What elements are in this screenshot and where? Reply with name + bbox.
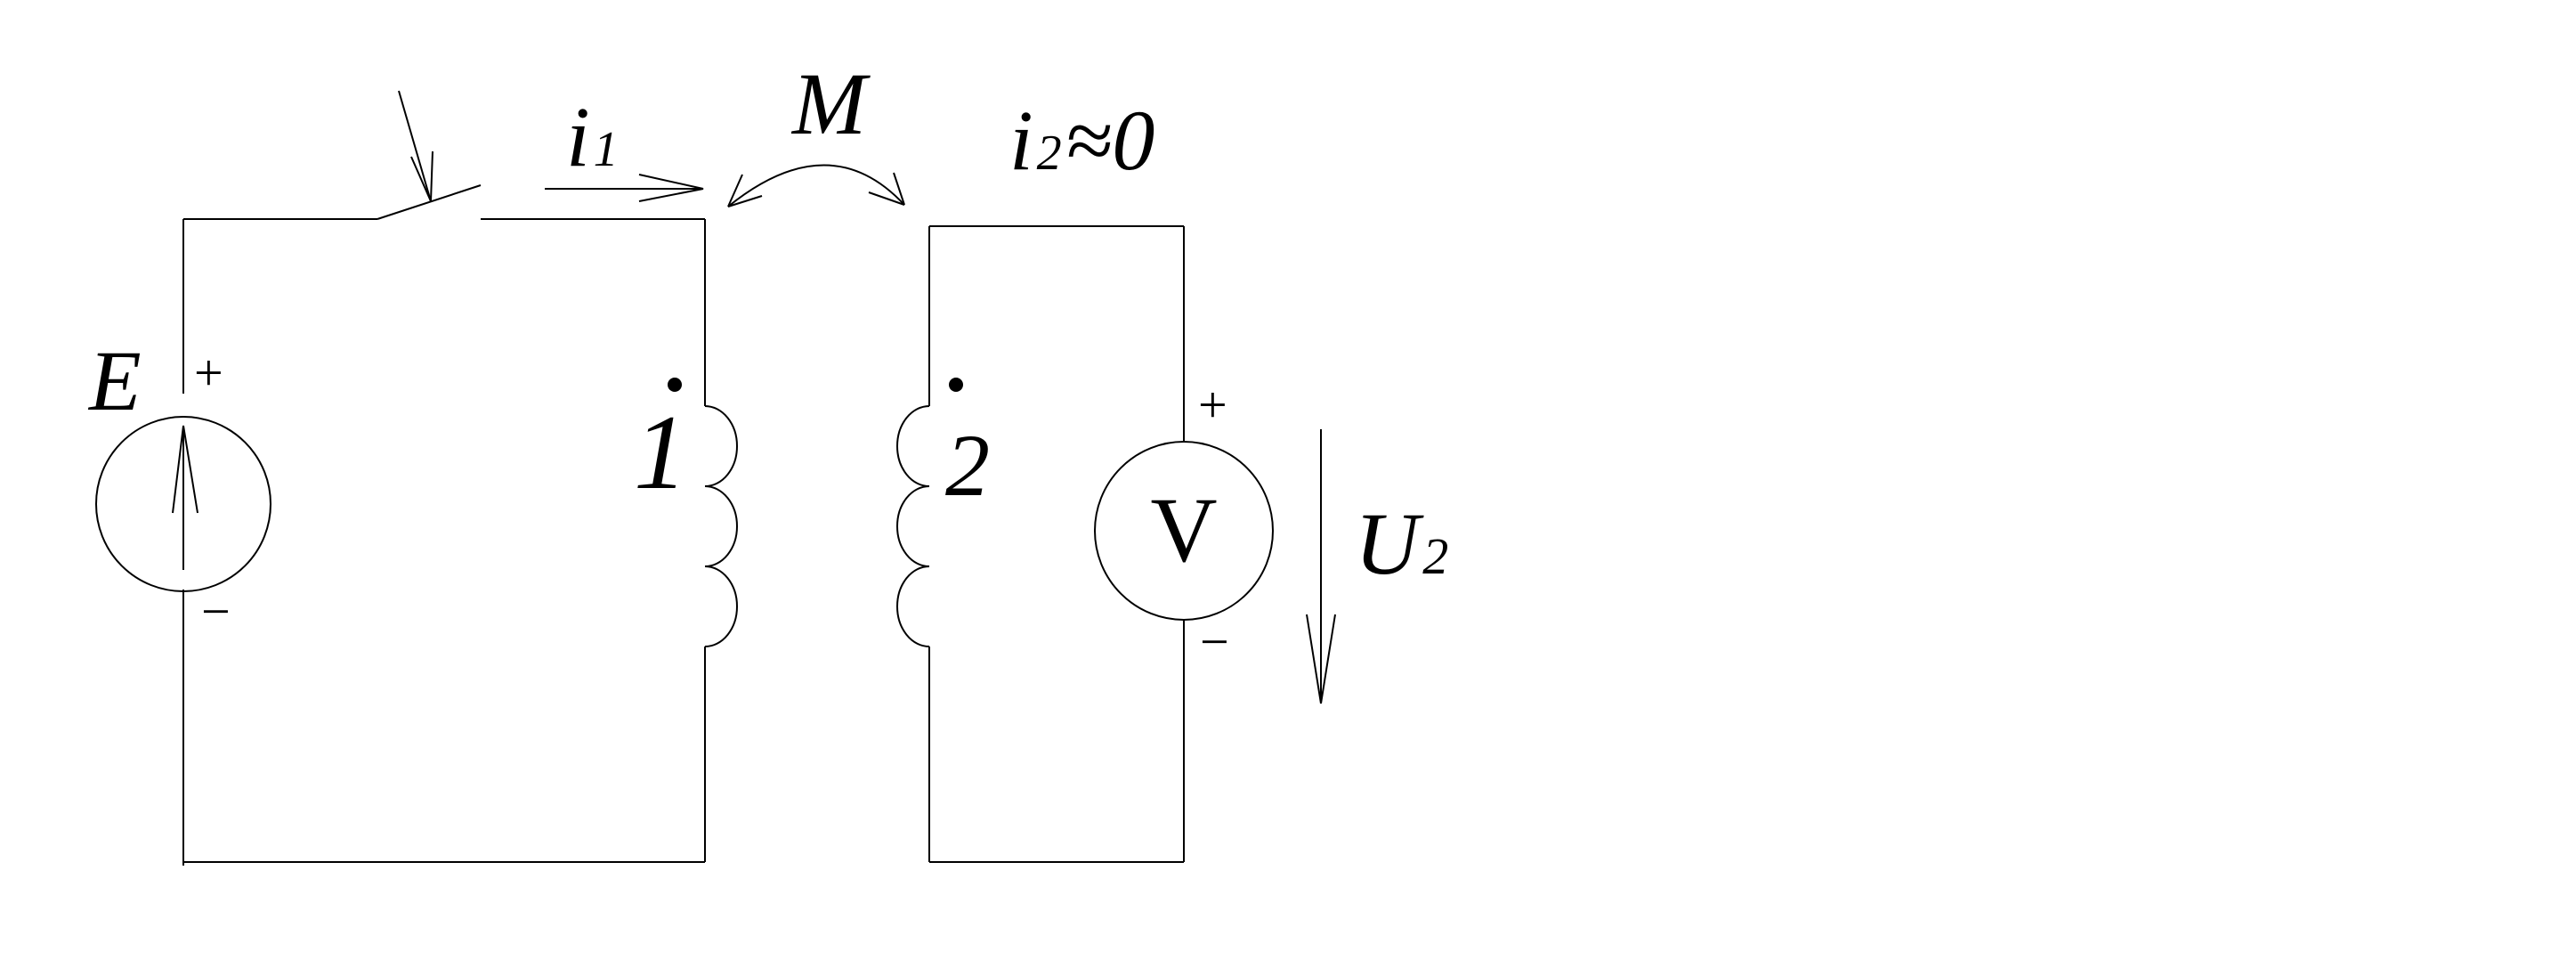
coil-2-label: 2 — [945, 416, 990, 515]
voltmeter-circle — [1094, 441, 1274, 621]
switch-arrow-icon — [398, 90, 433, 202]
source-minus-sign: − — [201, 582, 231, 640]
voltmeter: V — [1094, 441, 1274, 621]
voltage-u2-arrow-icon — [1306, 429, 1336, 704]
primary-current-arrow-icon — [545, 174, 704, 202]
emf-source-circle — [95, 416, 271, 592]
emf-arrow-icon — [172, 425, 198, 570]
primary-circuit — [182, 90, 738, 866]
emf-source — [95, 416, 271, 592]
voltmeter-label: V — [1150, 479, 1217, 582]
coil-1-polarity-dot — [668, 378, 682, 392]
voltmeter-plus-sign: + — [1198, 376, 1227, 434]
voltage-u2-label: U2 — [1355, 494, 1448, 593]
source-plus-sign: + — [194, 344, 223, 402]
coil-1 — [704, 405, 738, 647]
coil-2-polarity-dot — [949, 378, 963, 392]
voltmeter-minus-sign: − — [1200, 613, 1229, 671]
primary-current-label: i1 — [566, 89, 619, 184]
coil-1-label: 1 — [634, 393, 687, 511]
coil-2 — [896, 405, 930, 647]
source-label: E — [87, 333, 142, 428]
secondary-current-label: i2≈0 — [1009, 93, 1154, 188]
mutual-inductance-label: M — [790, 54, 871, 153]
mutual-inductance-arrow-icon — [727, 164, 905, 207]
secondary-circuit — [896, 225, 1185, 863]
switch-blade — [377, 184, 482, 220]
